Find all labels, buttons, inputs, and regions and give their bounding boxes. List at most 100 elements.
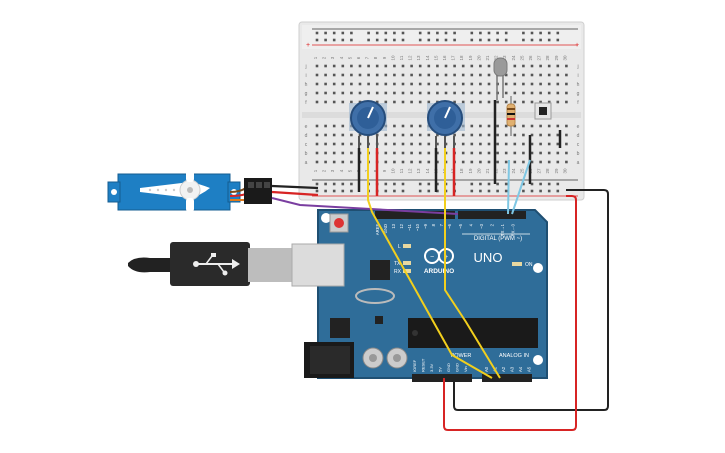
breadboard-hole[interactable] xyxy=(547,133,551,137)
breadboard-hole[interactable] xyxy=(341,91,345,95)
breadboard-hole[interactable] xyxy=(401,142,405,146)
wire-blue[interactable] xyxy=(511,159,531,215)
breadboard-hole[interactable] xyxy=(393,124,396,128)
rail-hole[interactable] xyxy=(341,31,345,35)
breadboard-hole[interactable] xyxy=(341,100,345,104)
rail-hole[interactable] xyxy=(453,31,456,35)
breadboard-hole[interactable] xyxy=(324,64,327,68)
breadboard-hole[interactable] xyxy=(547,151,551,155)
rail-hole[interactable] xyxy=(479,31,482,35)
breadboard-hole[interactable] xyxy=(436,151,439,155)
breadboard-hole[interactable] xyxy=(436,73,439,77)
rail-hole[interactable] xyxy=(504,189,508,193)
breadboard-hole[interactable] xyxy=(556,82,560,86)
breadboard-hole[interactable] xyxy=(410,91,413,95)
breadboard-hole[interactable] xyxy=(547,82,551,86)
breadboard-hole[interactable] xyxy=(427,100,431,104)
rail-hole[interactable] xyxy=(332,182,336,186)
breadboard-hole[interactable] xyxy=(436,160,439,164)
breadboard-hole[interactable] xyxy=(418,91,422,95)
breadboard-hole[interactable] xyxy=(496,100,499,104)
breadboard-hole[interactable] xyxy=(565,91,568,95)
breadboard-hole[interactable] xyxy=(461,100,465,104)
breadboard-hole[interactable] xyxy=(418,64,422,68)
breadboard-hole[interactable] xyxy=(401,100,405,104)
breadboard-hole[interactable] xyxy=(393,160,396,164)
breadboard-hole[interactable] xyxy=(496,142,499,146)
breadboard-hole[interactable] xyxy=(522,73,525,77)
breadboard-hole[interactable] xyxy=(332,142,336,146)
breadboard-hole[interactable] xyxy=(470,82,474,86)
rail-hole[interactable] xyxy=(556,31,560,35)
breadboard-hole[interactable] xyxy=(453,133,456,137)
breadboard-hole[interactable] xyxy=(410,151,413,155)
rail-hole[interactable] xyxy=(350,182,353,186)
breadboard-hole[interactable] xyxy=(504,142,508,146)
breadboard-hole[interactable] xyxy=(513,160,517,164)
wire-yellow[interactable] xyxy=(367,148,493,379)
breadboard-hole[interactable] xyxy=(436,133,439,137)
breadboard-hole[interactable] xyxy=(393,142,396,146)
breadboard-hole[interactable] xyxy=(487,160,491,164)
breadboard-hole[interactable] xyxy=(410,124,413,128)
rail-hole[interactable] xyxy=(496,31,499,35)
breadboard-hole[interactable] xyxy=(453,91,456,95)
breadboard-hole[interactable] xyxy=(461,64,465,68)
breadboard-hole[interactable] xyxy=(504,73,508,77)
rail-hole[interactable] xyxy=(315,38,319,42)
breadboard-hole[interactable] xyxy=(513,133,517,137)
rail-hole[interactable] xyxy=(436,182,439,186)
rail-hole[interactable] xyxy=(384,182,388,186)
breadboard-hole[interactable] xyxy=(418,82,422,86)
breadboard-hole[interactable] xyxy=(315,124,319,128)
breadboard-hole[interactable] xyxy=(556,64,560,68)
breadboard-hole[interactable] xyxy=(324,91,327,95)
breadboard-hole[interactable] xyxy=(375,73,379,77)
rail-hole[interactable] xyxy=(522,189,525,193)
wire-black-ground[interactable] xyxy=(453,189,609,411)
breadboard-hole[interactable] xyxy=(539,73,542,77)
breadboard-hole[interactable] xyxy=(530,100,534,104)
rail-hole[interactable] xyxy=(384,189,388,193)
breadboard-hole[interactable] xyxy=(418,151,422,155)
breadboard-hole[interactable] xyxy=(565,73,568,77)
breadboard-hole[interactable] xyxy=(427,82,431,86)
rail-hole[interactable] xyxy=(479,182,482,186)
breadboard-hole[interactable] xyxy=(487,91,491,95)
breadboard-hole[interactable] xyxy=(522,133,525,137)
wire-purple[interactable] xyxy=(271,197,459,215)
breadboard-hole[interactable] xyxy=(556,124,560,128)
breadboard-hole[interactable] xyxy=(315,160,319,164)
breadboard-hole[interactable] xyxy=(547,142,551,146)
breadboard-hole[interactable] xyxy=(393,82,396,86)
rail-hole[interactable] xyxy=(522,38,525,42)
breadboard-hole[interactable] xyxy=(470,160,474,164)
led[interactable] xyxy=(493,57,508,100)
breadboard-hole[interactable] xyxy=(384,151,388,155)
breadboard-hole[interactable] xyxy=(461,160,465,164)
breadboard-hole[interactable] xyxy=(444,91,448,95)
breadboard-hole[interactable] xyxy=(565,160,568,164)
breadboard-hole[interactable] xyxy=(315,64,319,68)
rail-hole[interactable] xyxy=(444,31,448,35)
breadboard-hole[interactable] xyxy=(436,91,439,95)
power-header[interactable] xyxy=(412,374,472,382)
breadboard-hole[interactable] xyxy=(453,73,456,77)
breadboard-hole[interactable] xyxy=(350,151,353,155)
breadboard-hole[interactable] xyxy=(410,82,413,86)
rail-hole[interactable] xyxy=(401,31,405,35)
breadboard-hole[interactable] xyxy=(427,91,431,95)
breadboard-hole[interactable] xyxy=(332,82,336,86)
breadboard-hole[interactable] xyxy=(436,64,439,68)
breadboard-hole[interactable] xyxy=(350,73,353,77)
rail-hole[interactable] xyxy=(547,31,551,35)
rail-hole[interactable] xyxy=(539,38,542,42)
rail-hole[interactable] xyxy=(496,38,499,42)
rail-hole[interactable] xyxy=(470,31,474,35)
breadboard-hole[interactable] xyxy=(418,100,422,104)
breadboard-hole[interactable] xyxy=(393,151,396,155)
breadboard-hole[interactable] xyxy=(367,64,370,68)
breadboard-hole[interactable] xyxy=(479,64,482,68)
breadboard-hole[interactable] xyxy=(461,73,465,77)
breadboard-hole[interactable] xyxy=(522,160,525,164)
